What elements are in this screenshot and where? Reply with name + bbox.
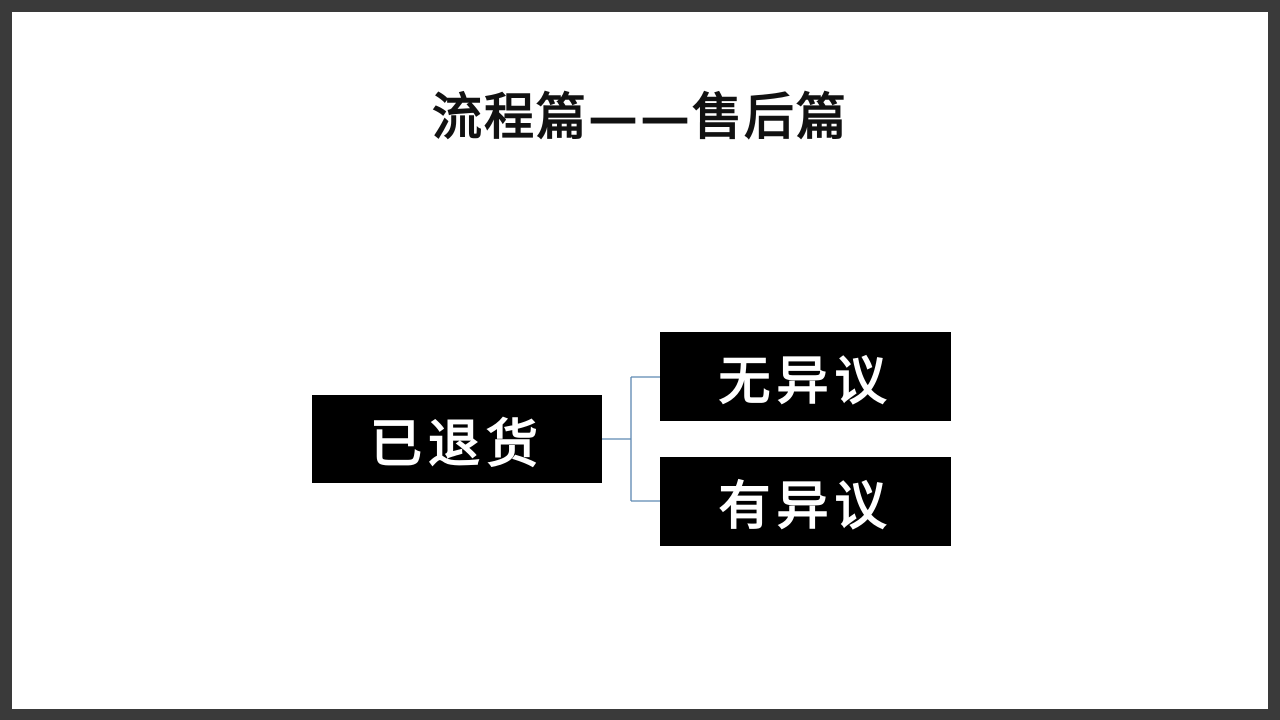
slide-title: 流程篇——售后篇 <box>432 87 848 146</box>
node-returned: 已退货 <box>312 395 602 483</box>
node-no-objection: 无异议 <box>660 332 951 421</box>
node-no-objection-label: 无异议 <box>718 351 893 412</box>
node-has-objection-label: 有异议 <box>718 476 893 537</box>
node-has-objection: 有异议 <box>660 457 951 546</box>
slide-canvas: 流程篇——售后篇 已退货 无异议 有异议 <box>12 12 1268 709</box>
node-returned-label: 已退货 <box>369 413 544 475</box>
